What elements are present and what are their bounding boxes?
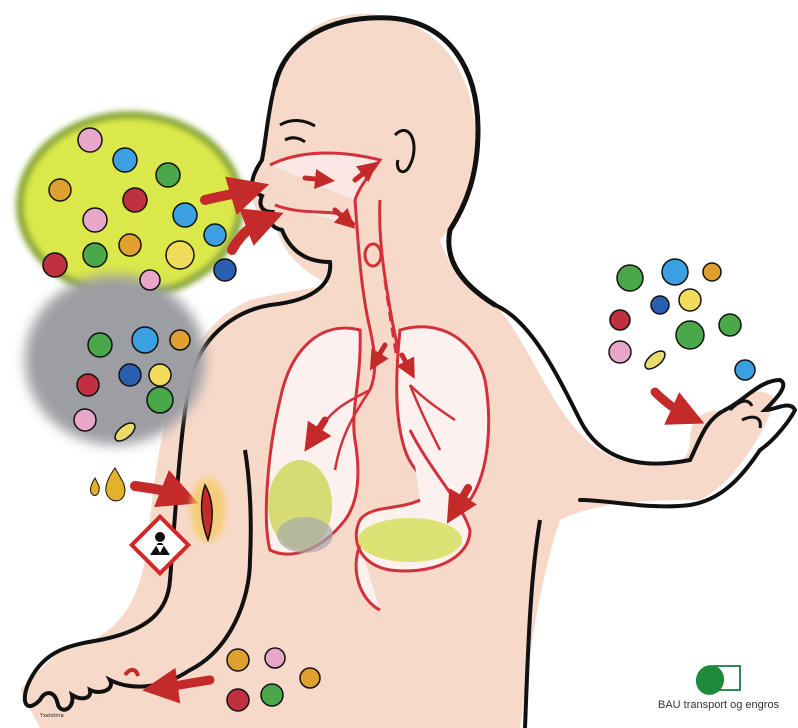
stomach-particles	[358, 518, 462, 562]
germ-icon	[119, 234, 141, 256]
germ-icon	[83, 208, 107, 232]
germ-icon	[300, 668, 320, 688]
germ-icon	[119, 364, 141, 386]
germ-icon	[156, 163, 180, 187]
germ-icon	[662, 259, 688, 285]
germ-icon	[261, 684, 283, 706]
germ-icon	[227, 649, 249, 671]
germ-icon	[265, 648, 285, 668]
logo-icon	[690, 662, 750, 696]
germ-icon	[642, 348, 668, 373]
germ-icon	[610, 310, 630, 330]
germ-icon	[703, 263, 721, 281]
germ-icon	[74, 409, 96, 431]
germ-icon	[49, 179, 71, 201]
germ-icon	[123, 188, 147, 212]
germ-icon	[43, 253, 67, 277]
germ-icon	[77, 374, 99, 396]
germ-icon	[735, 360, 755, 380]
germ-icon	[132, 327, 158, 353]
grey-cloud	[25, 275, 205, 445]
germ-icon	[83, 243, 107, 267]
germ-icon	[149, 364, 171, 386]
germ-icon	[651, 296, 669, 314]
germ-icon	[679, 289, 701, 311]
germ-icon	[147, 387, 173, 413]
artist-signature: Yxelotnra	[40, 713, 64, 719]
lung-particles-grey	[277, 517, 333, 553]
germ-icon	[166, 241, 194, 269]
droplet-icon	[106, 468, 125, 501]
germ-icon	[609, 341, 631, 363]
arrow-icon	[305, 178, 325, 180]
germ-icon	[173, 203, 197, 227]
germ-icon	[227, 689, 249, 711]
arrow-icon	[655, 392, 688, 416]
germ-icon	[140, 270, 160, 290]
germ-icon	[214, 259, 236, 281]
germ-icon	[676, 321, 704, 349]
germ-icon	[617, 265, 643, 291]
germ-icon	[113, 148, 137, 172]
germ-icon	[88, 333, 112, 357]
company-logo-text: BAU transport og engros	[658, 699, 779, 711]
germ-icon	[78, 128, 102, 152]
germ-icon	[170, 330, 190, 350]
germ-icon	[204, 224, 226, 246]
droplet-icon	[91, 478, 100, 495]
germ-icon	[719, 314, 741, 336]
